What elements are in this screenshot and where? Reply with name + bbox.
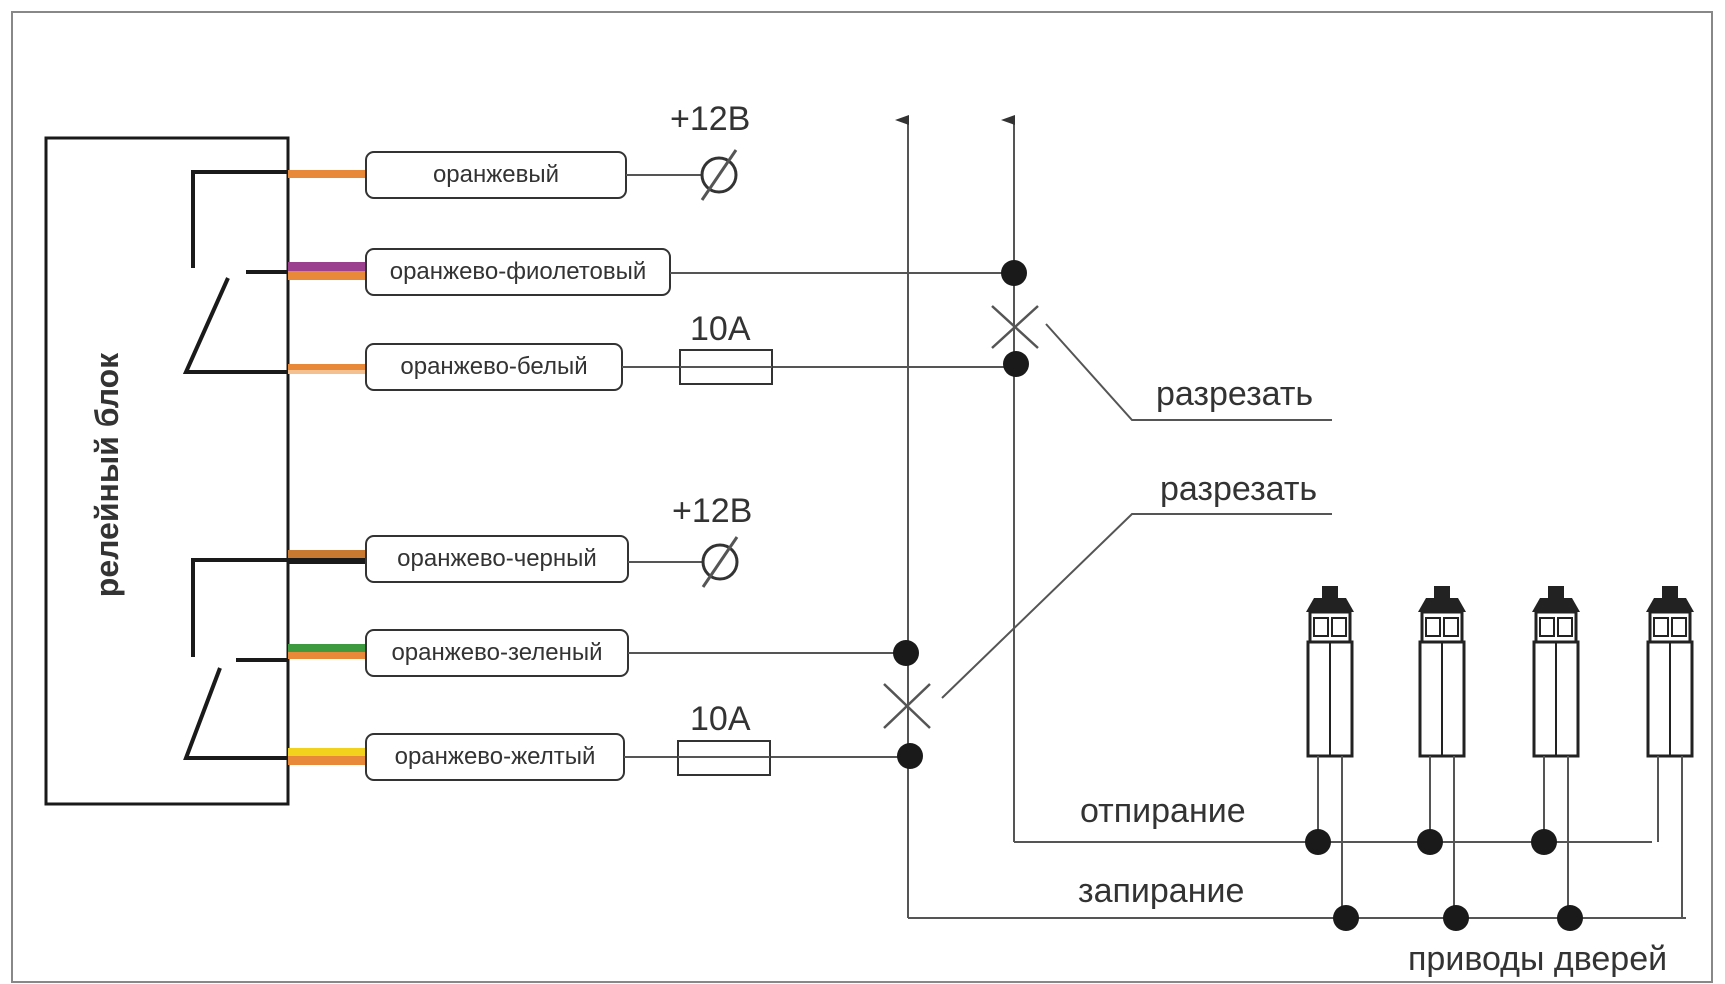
junction-dot: [897, 743, 923, 769]
bus-junction-dot: [1557, 905, 1583, 931]
svg-text:10А: 10А: [690, 310, 751, 348]
cut-mark-bottom: [883, 683, 931, 729]
cut-mark-top: [991, 305, 1039, 349]
diagram-frame: [11, 11, 1713, 983]
svg-text:10А: 10А: [690, 700, 751, 738]
svg-text:оранжево-фиолетовый: оранжево-фиолетовый: [390, 258, 647, 285]
bus-junction-dot: [1443, 905, 1469, 931]
junction-dot: [1001, 260, 1027, 286]
junction-dot: [1003, 351, 1029, 377]
cut-leader-top: [1045, 323, 1332, 421]
wire-orange-violet: оранжево-фиолетовый: [288, 248, 1012, 296]
wire-orange-black: оранжево-черный: [288, 535, 702, 583]
relay-block: релейный блок: [44, 136, 290, 806]
supply-terminal-top: +12В: [670, 100, 750, 201]
svg-text:оранжево-черный: оранжево-черный: [397, 545, 597, 572]
actuators-label: приводы дверей: [1408, 940, 1667, 978]
bus-junction-dot: [1531, 829, 1557, 855]
cut-leader-bottom: [941, 513, 1332, 699]
wire-orange: оранжевый: [288, 151, 702, 199]
wire-orange-white: оранжево-белый: [288, 343, 1014, 391]
relay-block-label: релейный блок: [89, 352, 125, 597]
svg-text:+12В: +12В: [672, 492, 752, 530]
svg-text:оранжево-белый: оранжево-белый: [400, 353, 587, 380]
fuse-top: 10А: [679, 310, 773, 385]
svg-text:оранжевый: оранжевый: [433, 161, 559, 188]
supply-terminal-bottom: +12В: [672, 492, 752, 588]
svg-text:оранжево-желтый: оранжево-желтый: [395, 743, 596, 770]
bus-junction-dot: [1333, 905, 1359, 931]
relay-1-contact: [182, 170, 288, 374]
wire-orange-yellow: оранжево-желтый: [288, 733, 910, 781]
door-actuator-1: [1306, 586, 1354, 918]
relay-2-contact: [183, 558, 288, 760]
svg-text:+12В: +12В: [670, 100, 750, 138]
cut-label-bottom: разрезать: [1160, 470, 1317, 508]
unlock-label: отпирание: [1080, 792, 1246, 830]
door-actuator-2: [1418, 586, 1466, 918]
door-actuator-4: [1646, 586, 1694, 918]
junction-dot: [893, 640, 919, 666]
door-actuator-3: [1532, 586, 1580, 918]
bus-junction-dot: [1305, 829, 1331, 855]
wire-orange-green: оранжево-зеленый: [288, 629, 906, 677]
fuse-bottom: 10А: [677, 700, 771, 776]
lock-label: запирание: [1078, 872, 1244, 910]
bus-junction-dot: [1417, 829, 1443, 855]
svg-text:оранжево-зеленый: оранжево-зеленый: [391, 639, 602, 666]
cut-label-top: разрезать: [1156, 375, 1313, 413]
